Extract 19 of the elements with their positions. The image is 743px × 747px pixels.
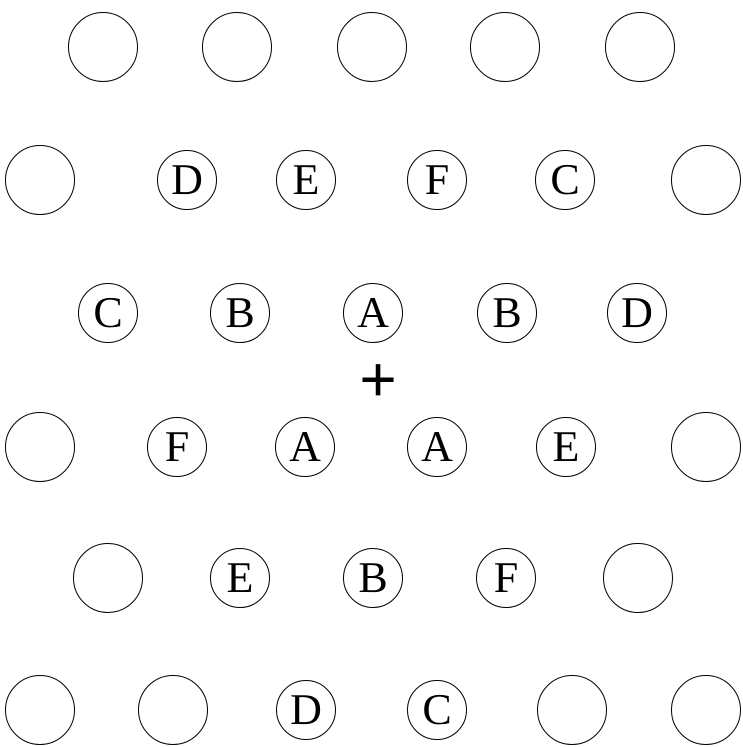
circle-letter: D: [290, 688, 322, 732]
circle-letter: A: [289, 425, 321, 469]
circle-letter: D: [621, 291, 653, 335]
circle-letter: F: [164, 425, 190, 469]
plus-sign: +: [359, 347, 397, 411]
circle-letter: D: [171, 158, 203, 202]
circle-letter: B: [358, 556, 388, 600]
circle-letter: E: [226, 556, 254, 600]
circle-letter: C: [550, 158, 580, 202]
circle-letter: A: [421, 425, 453, 469]
circle-letter: F: [494, 556, 518, 600]
circle-letter: C: [93, 291, 123, 335]
circle-letter: E: [552, 425, 580, 469]
circle-letter: F: [424, 158, 450, 202]
circle-letter: B: [225, 291, 255, 335]
circle-letter: E: [292, 158, 320, 202]
circle-letter: A: [357, 291, 389, 335]
circle-letter: B: [492, 291, 522, 335]
circle-letter: C: [422, 688, 452, 732]
